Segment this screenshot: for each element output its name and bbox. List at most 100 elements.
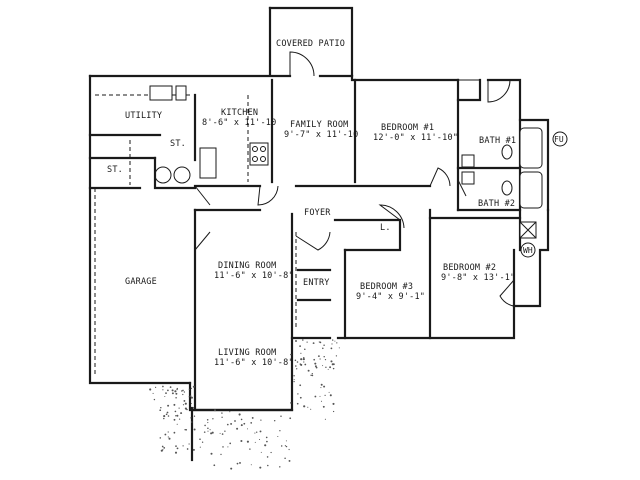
stipple-dot [332,363,335,366]
stipple-dot [312,342,315,345]
stipple-dot [210,432,213,435]
stipple-dot [230,422,233,425]
stipple-dot [164,433,167,436]
stipple-dot [167,415,170,417]
stipple-dot [310,374,312,377]
linen-label: L. [380,223,391,233]
bedroom1-label: BEDROOM #1 [381,123,434,133]
stipple-dot [162,449,164,451]
stipple-dot [206,419,209,421]
stipple-dot [302,339,304,341]
stipple-dot [213,464,216,467]
stipple-dot [279,466,281,468]
stipple-dot [296,361,299,363]
stipple-dot [250,422,253,424]
stipple-dot [299,384,302,387]
stipple-dot [307,369,310,372]
stipple-dot [229,411,231,413]
bedroom3-label: BEDROOM #3 [360,282,413,292]
stipple-dot [324,394,326,397]
room-labels: UTILITY KITCHEN 8'-6" x 11'-10 FAMILY RO… [107,108,516,368]
family-room-label: FAMILY ROOM [290,120,349,130]
stipple-dot [214,409,216,412]
stipple-dot [192,448,195,451]
stipple-dot [207,430,209,432]
stipple-dot [314,365,317,368]
stipple-dot [153,398,156,401]
stipple-dot [331,343,333,345]
stipple-dot [264,444,267,447]
stipple-dot [330,347,333,350]
stipple-dot [318,341,320,343]
stipple-dot [320,400,323,402]
stipple-dot [173,418,176,421]
stipple-dot [240,439,243,443]
toilet-2-icon [501,180,513,196]
living-room-size: 11'-6" x 10'-8" [214,358,294,368]
dining-room-size: 11'-6" x 10'-8" [214,271,294,281]
entry-label: ENTRY [303,278,330,288]
stipple-dot [230,467,233,470]
stipple-dot [190,387,193,390]
stipple-dot [265,436,268,439]
water-heater-icon [520,242,536,258]
stipple-dot [222,446,224,448]
stipple-dot [260,419,262,421]
stipple-dot [338,347,340,349]
bedroom2-label: BEDROOM #2 [443,263,496,273]
stipple-dot [189,395,192,397]
stipple-dot [256,431,258,433]
stipple-dot [167,436,169,438]
stipple-dot [319,358,321,360]
stipple-dot [296,402,299,405]
stipple-dot [266,440,268,443]
stipple-dot [249,448,251,450]
furnace-label: FU [554,135,564,144]
stipple-dot [169,386,172,388]
stipple-dot [302,358,305,361]
stipple-dot [243,422,246,425]
stipple-dot [293,379,295,381]
stipple-dot [183,399,186,402]
stipple-dot [166,411,169,414]
cabinet-lines [94,94,297,375]
stipple-dot [221,412,223,414]
storage2-label: ST. [107,165,123,175]
stipple-dot [300,358,303,361]
stipple-dot [190,417,192,419]
stipple-dot [176,388,178,391]
stipple-dot [294,359,297,362]
stipple-dot [167,404,170,407]
stipple-dot [259,430,262,433]
stipple-dot [324,418,326,420]
foyer-label: FOYER [304,208,331,218]
stipple-dot [254,441,256,443]
stipple-dot [184,407,187,410]
stipple-dot [207,422,209,424]
stipple-dot [280,445,283,447]
stipple-dot [192,406,195,409]
stipple-dot [176,414,179,417]
stipple-dot [322,347,324,350]
stipple-dot [220,453,222,456]
bath2-label: BATH #2 [478,199,515,209]
stipple-dot [295,340,297,342]
stipple-dot [174,410,177,413]
stipple-dot [332,339,334,341]
stipple-dot [314,395,317,398]
stipple-dot [299,396,302,399]
stipple-dot [221,416,223,418]
stipple-dot [254,432,256,434]
stipple-dot [234,420,236,422]
stipple-dot [327,368,329,370]
washer-icon [154,166,172,184]
stipple-dot [320,383,323,386]
bathtub-1-icon [519,127,543,169]
stipple-dot [277,435,279,438]
stipple-dot [221,433,224,435]
stipple-dot [290,402,292,404]
stipple-dot [300,363,303,366]
stipple-dot [159,437,162,439]
stipple-dot [284,457,286,459]
bedroom1-size: 12'-0" x 11'-10" [373,133,458,143]
